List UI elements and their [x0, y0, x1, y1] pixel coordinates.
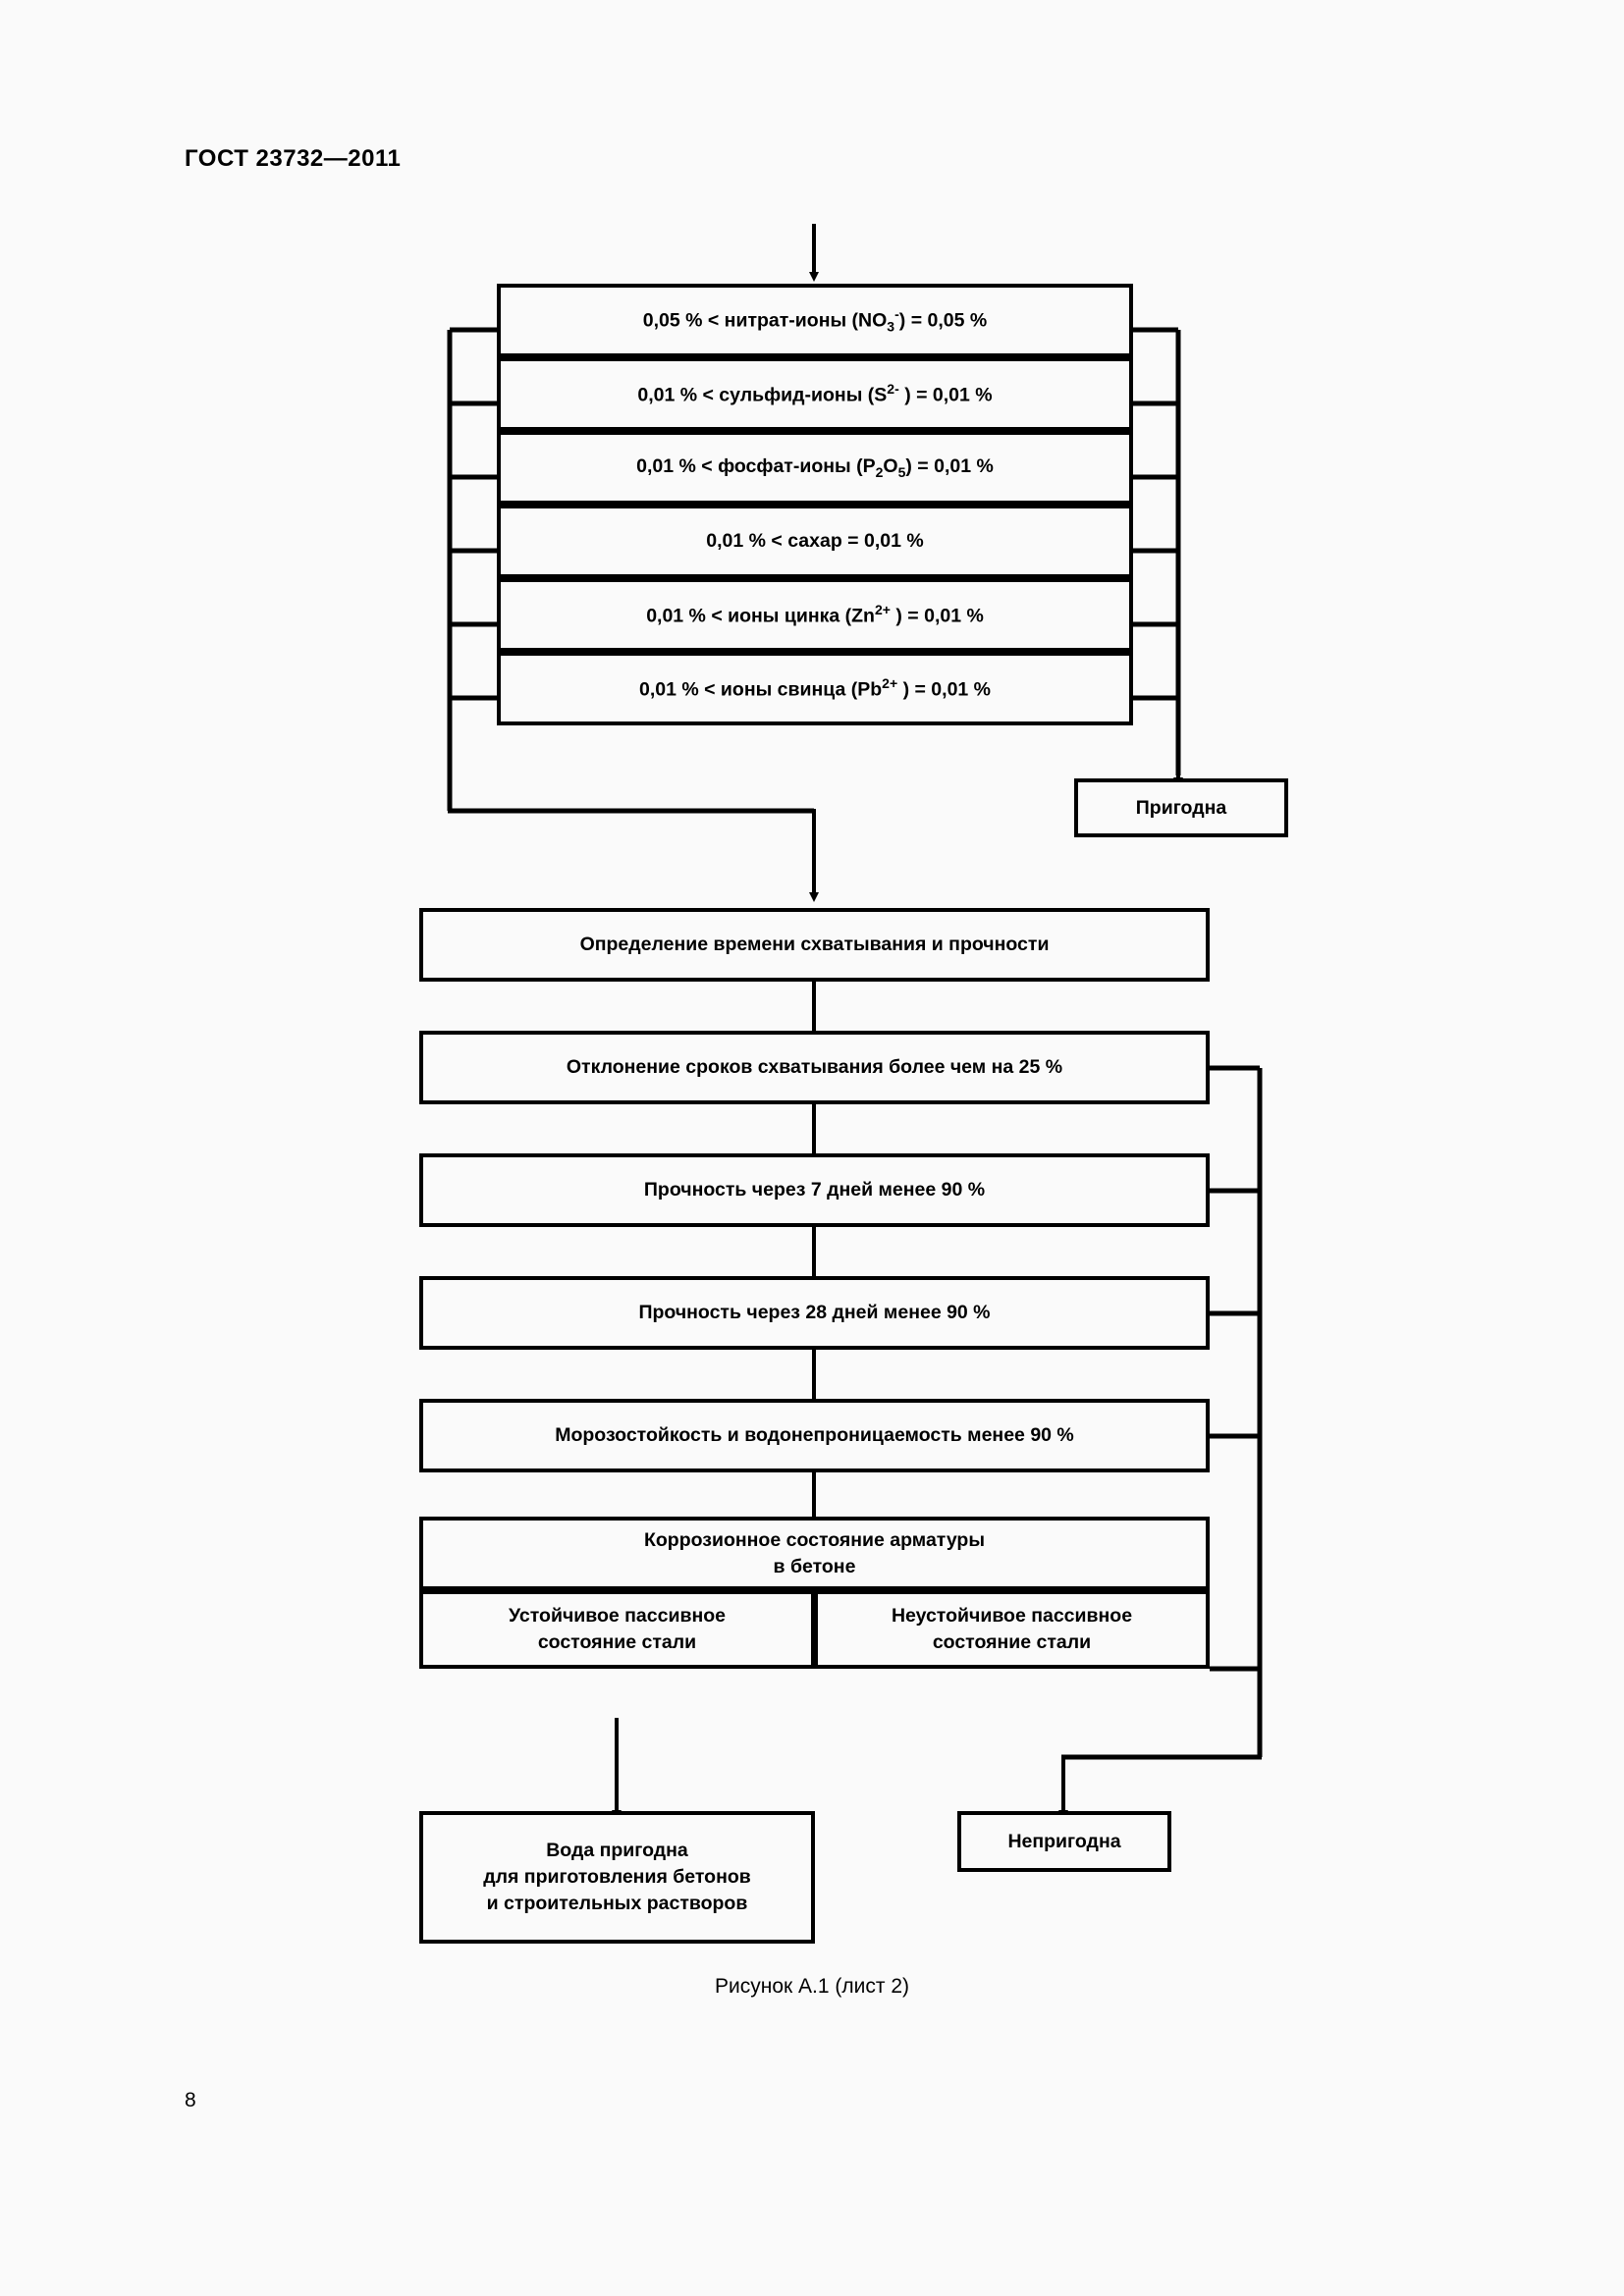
criteria-label-phosphate: 0,01 % < фосфат-ионы (P2O5) = 0,01 %: [636, 454, 994, 480]
criteria-label-sulfide: 0,01 % < сульфид-ионы (S2- ) = 0,01 %: [637, 380, 993, 406]
test-box-setting-deviation: Отклонение сроков схватывания более чем …: [419, 1031, 1210, 1104]
criteria-label-nitrate: 0,05 % < нитрат-ионы (NO3-) = 0,05 %: [642, 305, 988, 334]
outcome-box-unstable-passive: Неустойчивое пассивное состояние стали: [814, 1590, 1210, 1669]
document-header: ГОСТ 23732—2011: [185, 145, 402, 172]
formula-sup: 2+: [882, 674, 898, 691]
outcome-label-stable-passive: Устойчивое пассивное состояние стали: [509, 1605, 726, 1653]
outcome-box-water-suitable: Вода пригодна для приготовления бетонов …: [419, 1811, 815, 1944]
criteria-box-sulfide: 0,01 % < сульфид-ионы (S2- ) = 0,01 %: [497, 357, 1133, 431]
test-label-strength-28d: Прочность через 28 дней менее 90 %: [638, 1302, 991, 1324]
criteria-label-zinc: 0,01 % < ионы цинка (Zn2+ ) = 0,01 %: [646, 601, 984, 627]
test-box-corrosion-state: Коррозионное состояние арматуры в бетоне: [419, 1517, 1210, 1590]
figure-caption: Рисунок А.1 (лист 2): [715, 1975, 909, 1998]
process-box-determination: Определение времени схватывания и прочно…: [419, 908, 1210, 982]
formula-sub: 3: [887, 318, 895, 334]
test-label-frost-water-resistance: Морозостойкость и водонепроницаемость ме…: [555, 1424, 1074, 1447]
formula-sup: 2-: [887, 380, 899, 397]
test-box-frost-water-resistance: Морозостойкость и водонепроницаемость ме…: [419, 1399, 1210, 1472]
test-label-corrosion-state: Коррозионное состояние арматуры в бетоне: [643, 1528, 985, 1577]
outcome-label-suitable: Пригодна: [1135, 796, 1227, 819]
criteria-label-lead: 0,01 % < ионы свинца (Pb2+ ) = 0,01 %: [638, 674, 992, 701]
criteria-label-sugar: 0,01 % < сахар = 0,01 %: [706, 530, 924, 553]
process-label-determination: Определение времени схватывания и прочно…: [579, 934, 1050, 956]
criteria-box-nitrate: 0,05 % < нитрат-ионы (NO3-) = 0,05 %: [497, 284, 1133, 357]
test-box-strength-28d: Прочность через 28 дней менее 90 %: [419, 1276, 1210, 1350]
criteria-box-zinc: 0,01 % < ионы цинка (Zn2+ ) = 0,01 %: [497, 578, 1133, 652]
outcome-box-stable-passive: Устойчивое пассивное состояние стали: [419, 1590, 815, 1669]
criteria-box-lead: 0,01 % < ионы свинца (Pb2+ ) = 0,01 %: [497, 652, 1133, 725]
criteria-box-phosphate: 0,01 % < фосфат-ионы (P2O5) = 0,01 %: [497, 431, 1133, 505]
formula-sub: 5: [897, 463, 906, 480]
test-label-strength-7d: Прочность через 7 дней менее 90 %: [643, 1179, 986, 1201]
outcome-box-suitable: Пригодна: [1074, 778, 1288, 837]
outcome-box-unsuitable: Непригодна: [957, 1811, 1171, 1872]
test-label-setting-deviation: Отклонение сроков схватывания более чем …: [566, 1056, 1063, 1079]
outcome-label-unsuitable: Непригодна: [1007, 1830, 1121, 1852]
test-box-strength-7d: Прочность через 7 дней менее 90 %: [419, 1153, 1210, 1227]
criteria-box-sugar: 0,01 % < сахар = 0,01 %: [497, 505, 1133, 578]
page-number: 8: [185, 2089, 196, 2111]
connector-right-rail-criteria: [1131, 327, 1183, 787]
formula-sup: 2+: [874, 601, 891, 617]
formula-sup: -: [894, 305, 899, 322]
outcome-label-unstable-passive: Неустойчивое пассивное состояние стали: [891, 1605, 1133, 1653]
formula-sub: 2: [875, 463, 884, 480]
outcome-label-water-suitable: Вода пригодна для приготовления бетонов …: [483, 1840, 751, 1914]
